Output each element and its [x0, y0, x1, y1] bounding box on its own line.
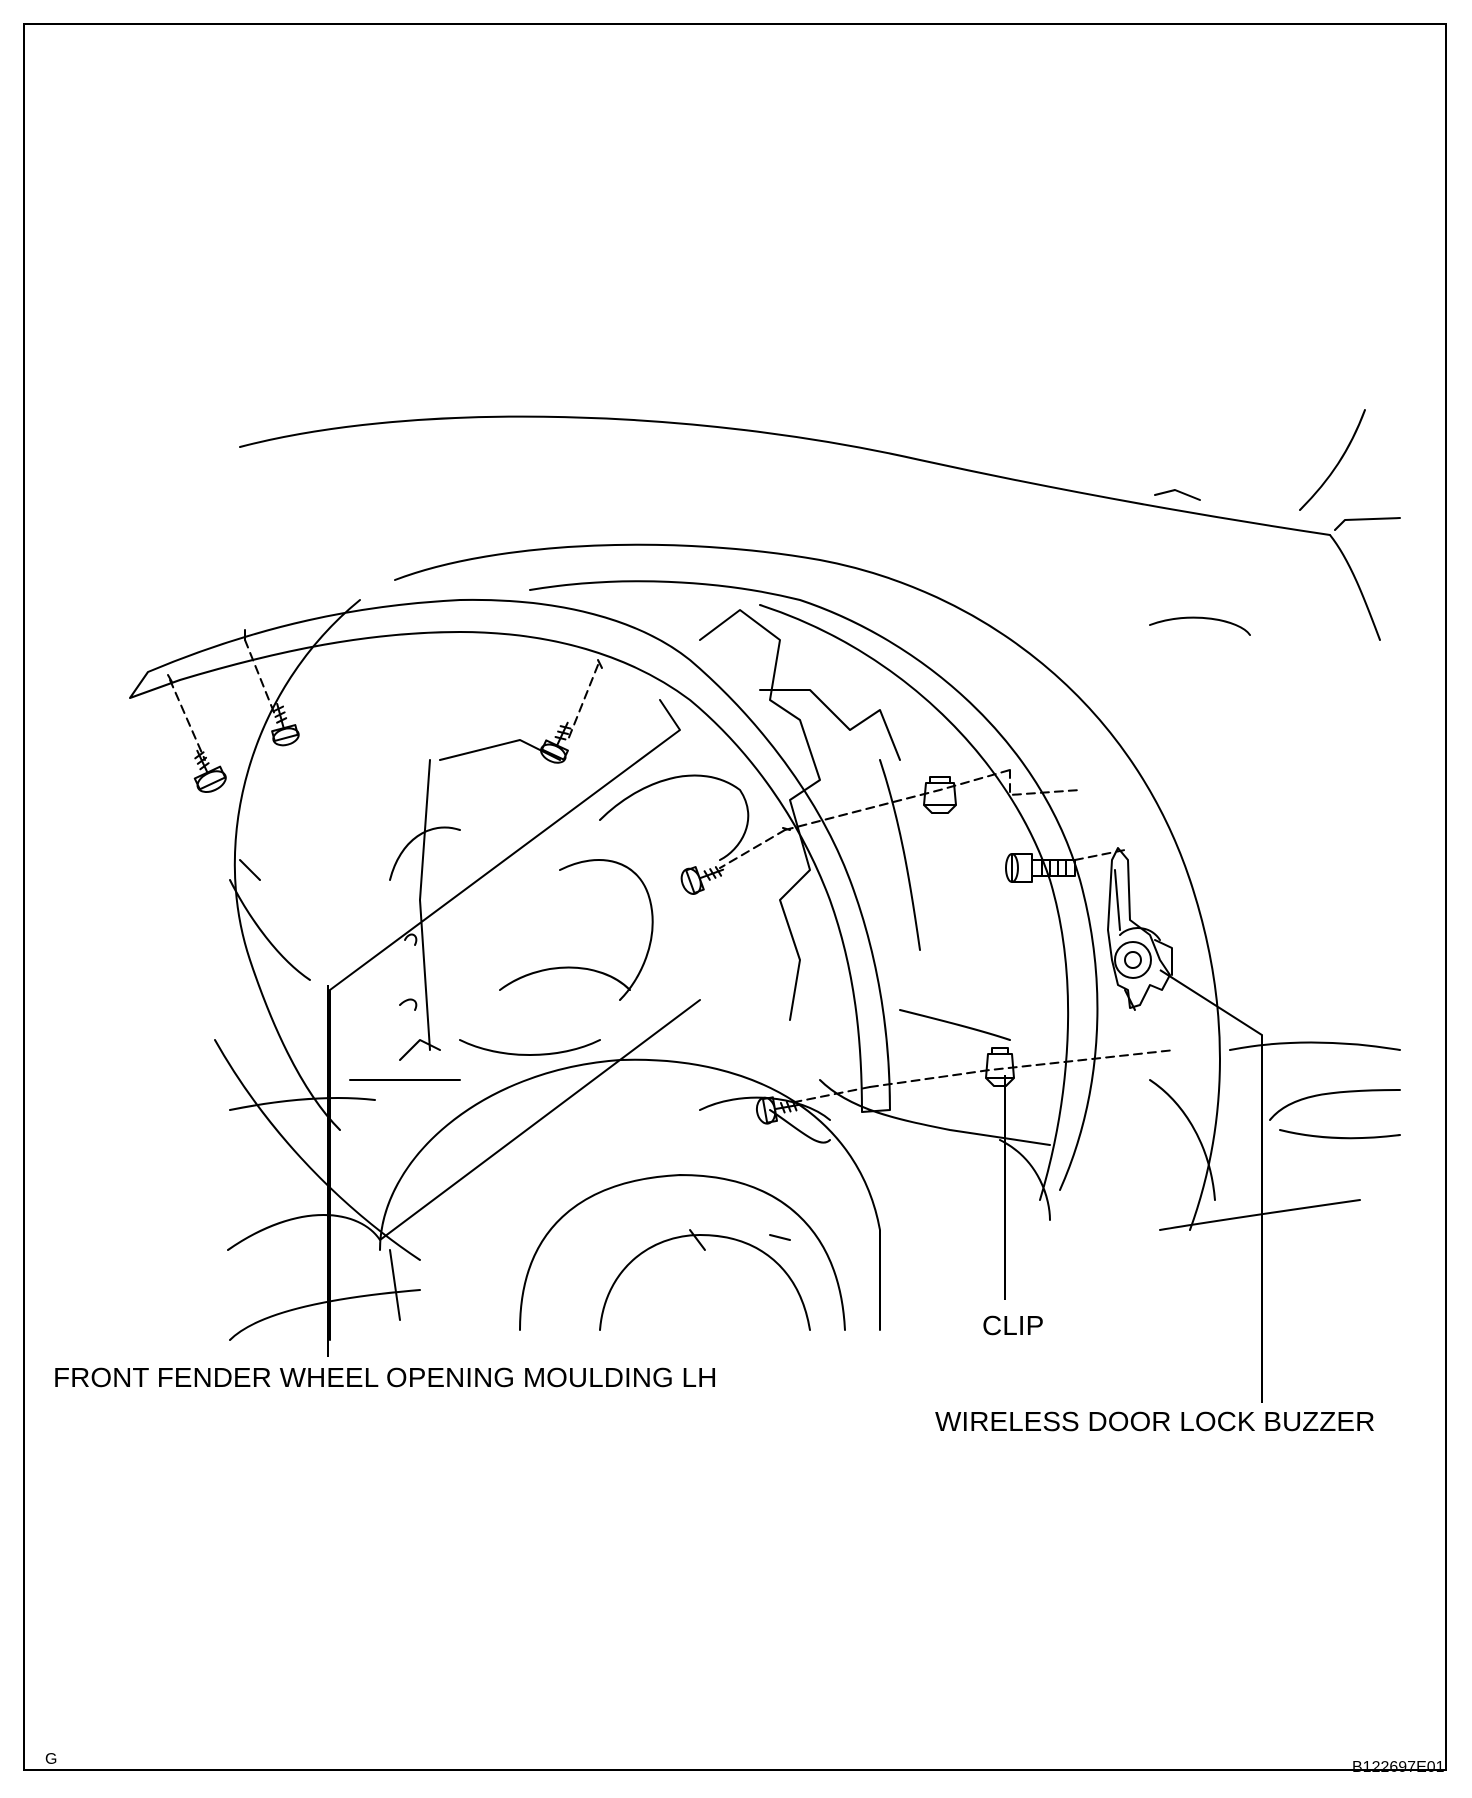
- figure-id: B122697E01: [1352, 1759, 1445, 1776]
- corner-letter: G: [45, 1751, 58, 1768]
- label-buzzer: WIRELESS DOOR LOCK BUZZER: [935, 1406, 1376, 1437]
- mudguard-panel: [229, 699, 701, 1341]
- car-body-outline: [214, 409, 1401, 1341]
- label-clip: CLIP: [982, 1310, 1045, 1341]
- label-moulding: FRONT FENDER WHEEL OPENING MOULDING LH: [53, 1362, 718, 1393]
- bolt: [1005, 853, 1076, 883]
- fastener-dash-lines: [169, 639, 1176, 1104]
- buzzer: [1107, 847, 1173, 1011]
- clip-upper: [923, 776, 957, 814]
- screw-group: [193, 703, 801, 1125]
- leader-lines: [327, 969, 1263, 1403]
- clip-lower: [985, 1047, 1015, 1087]
- figure-frame: [23, 23, 1447, 1771]
- brake-hub: [379, 1058, 881, 1331]
- wheel-liner: [389, 604, 1070, 1221]
